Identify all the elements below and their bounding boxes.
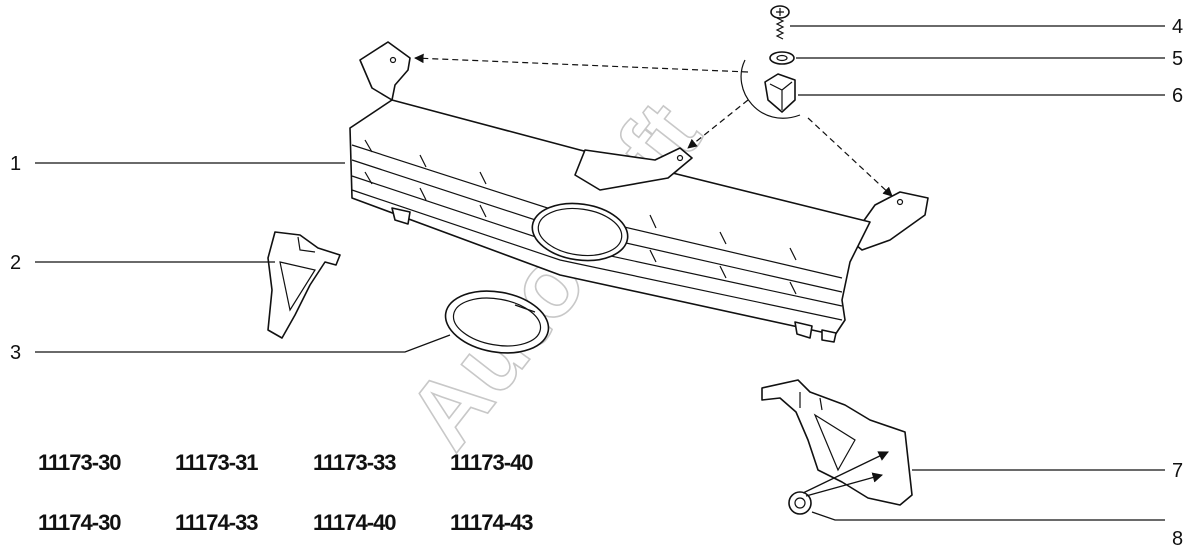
callout-5: 5 — [1172, 48, 1183, 70]
nut-part-8 — [788, 491, 812, 515]
model-code: 11174-33 — [175, 510, 258, 535]
callout-7: 7 — [1172, 460, 1183, 482]
emblem-ring-part-3 — [444, 290, 550, 354]
model-code: 11173-31 — [175, 450, 258, 475]
model-code: 11174-40 — [313, 510, 396, 535]
callout-1: 1 — [10, 153, 21, 175]
callout-4: 4 — [1172, 16, 1183, 38]
model-code: 11174-30 — [38, 510, 121, 535]
assembly-arrow-left — [414, 53, 749, 73]
callout-6: 6 — [1172, 85, 1183, 107]
assembly-arrow-right — [807, 117, 893, 197]
right-bracket-part-7 — [761, 379, 913, 506]
assembly-arrow-center — [687, 99, 749, 149]
model-code: 11173-33 — [313, 450, 396, 475]
model-code: 11173-40 — [450, 450, 533, 475]
model-code: 11173-30 — [38, 450, 121, 475]
model-code: 11174-43 — [450, 510, 533, 535]
model-codes: 11173-30 11173-31 11173-33 11173-40 1117… — [38, 450, 534, 535]
callout-8: 8 — [1172, 528, 1183, 550]
left-bracket-part-2 — [267, 231, 341, 339]
grille-part-1 — [349, 41, 929, 343]
callout-2: 2 — [10, 252, 21, 274]
callout-3: 3 — [10, 342, 21, 364]
fastener-set-parts-4-5-6 — [764, 5, 796, 113]
